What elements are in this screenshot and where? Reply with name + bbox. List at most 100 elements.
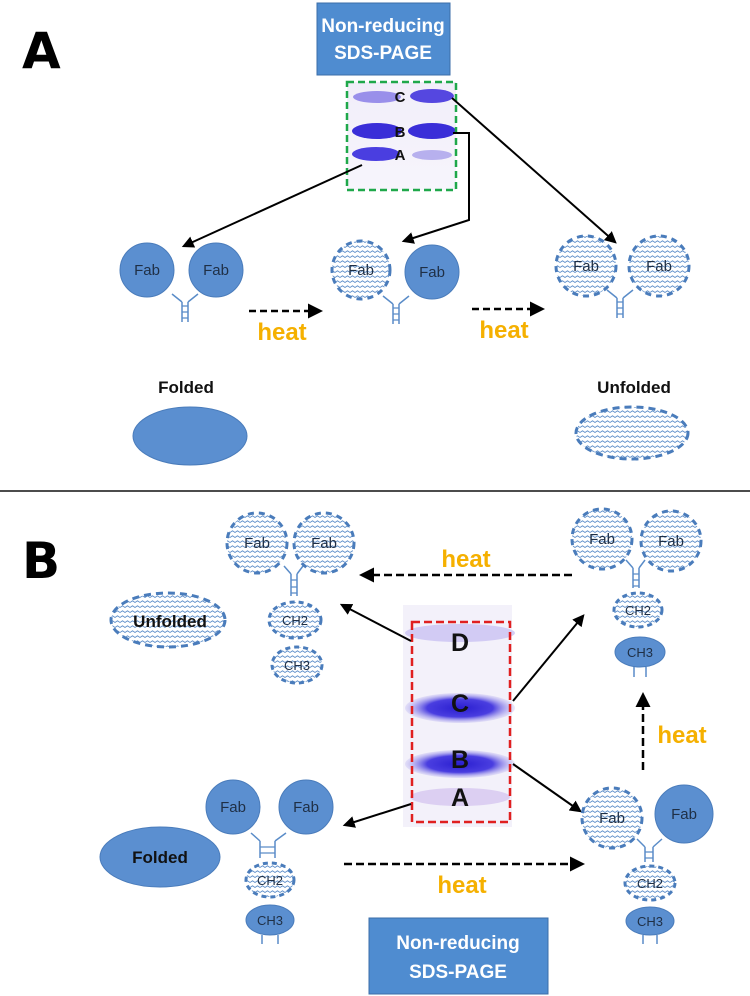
fab-domain-a3-left-unfolded xyxy=(554,234,618,298)
fab-label-b2-left: Fab xyxy=(589,531,615,548)
gel-b-band-b xyxy=(405,750,515,778)
legend-b-folded-label: Folded xyxy=(132,848,188,867)
legend-a-folded-shape xyxy=(132,406,248,466)
gel-a-border xyxy=(345,80,458,192)
fab-label-b2-right: Fab xyxy=(658,533,684,550)
sds-page-box-a-line1: Non-reducing xyxy=(321,16,445,37)
antibody-b-partial: Fab Fab CH2 CH3 xyxy=(580,784,714,944)
fab-domain-a2-right xyxy=(404,244,460,300)
ch2-domain-b2-unfolded xyxy=(612,591,664,629)
ch2-label-b2: CH2 xyxy=(625,603,651,618)
legend-a-folded-label: Folded xyxy=(158,378,214,397)
arrow-band-c-to-fab-ch2-unfolded xyxy=(512,614,585,702)
ch3-label-b4: CH3 xyxy=(637,914,663,929)
fab-label-b1-left: Fab xyxy=(244,535,270,552)
legend-a-unfolded-label: Unfolded xyxy=(597,378,671,397)
fab-label-b4-right: Fab xyxy=(671,806,697,823)
fab-domain-b1-left-unfolded xyxy=(225,511,289,575)
fab-domain-b1-right-unfolded xyxy=(292,511,356,575)
fab-label-a3-left: Fab xyxy=(573,258,599,275)
antibody-b-folded: Fab Fab CH2 CH3 xyxy=(205,779,334,944)
sds-page-box-b-line2: SDS-PAGE xyxy=(409,962,507,983)
fab-domain-a1-left xyxy=(119,242,175,298)
gel-a-band-c-lane2 xyxy=(410,89,454,103)
gel-a-band-b-lane1 xyxy=(352,123,402,139)
legend-b-unfolded-shape xyxy=(109,591,227,649)
ch3-domain-b3-folded xyxy=(245,904,295,936)
gel-a-band-a-lane1 xyxy=(352,147,400,161)
ch3-label-b3: CH3 xyxy=(257,913,283,928)
ch2-label-b1: CH2 xyxy=(282,613,308,628)
fab-domain-b4-right xyxy=(654,784,714,844)
fab-domain-a1-right xyxy=(188,242,244,298)
legend-b-folded-shape xyxy=(99,826,221,888)
heat-label-b-right: heat xyxy=(657,722,706,749)
fab-domain-b2-right-unfolded xyxy=(639,509,703,573)
arrow-band-c-to-unfolded-igg xyxy=(451,97,617,244)
arrow-band-a-to-folded xyxy=(342,803,412,828)
heat-label-b-top: heat xyxy=(441,546,490,573)
ch2-domain-b3-unfolded xyxy=(244,861,296,899)
heat-label-a2: heat xyxy=(479,317,528,344)
fab-label-a2-left: Fab xyxy=(348,262,374,279)
antibody-a-folded: Fab Fab xyxy=(119,242,244,322)
gel-b-label-d: D xyxy=(451,629,469,657)
antibody-b-fab-ch2-unfolded: Fab Fab CH2 CH3 xyxy=(570,507,703,677)
sds-page-box-a: Non-reducing SDS-PAGE xyxy=(316,2,451,76)
ch2-label-b4: CH2 xyxy=(637,876,663,891)
ch3-domain-b4-folded xyxy=(625,906,675,936)
gel-a-band-c-lane1 xyxy=(353,91,401,103)
ch3-domain-b2-folded xyxy=(614,636,666,668)
fab-label-b3-left: Fab xyxy=(220,799,246,816)
fab-domain-b3-right xyxy=(278,779,334,835)
sds-page-box-b: Non-reducing SDS-PAGE xyxy=(368,917,549,995)
fab-label-a1-right: Fab xyxy=(203,262,229,279)
fab-domain-b4-left-unfolded xyxy=(580,786,644,850)
antibody-a-partial: Fab Fab xyxy=(330,239,460,324)
gel-b-label-b: B xyxy=(451,746,469,774)
legend-a-unfolded-shape xyxy=(574,405,690,461)
fab-label-a3-right: Fab xyxy=(646,258,672,275)
fab-domain-a3-right-unfolded xyxy=(627,234,691,298)
ch3-domain-b1-unfolded xyxy=(270,645,324,685)
gel-b-label-c: C xyxy=(451,690,469,718)
gel-image-b: D C B A xyxy=(403,605,515,827)
gel-b-border xyxy=(410,620,512,824)
sds-page-box-b-line1: Non-reducing xyxy=(396,933,520,954)
panel-a-letter: A xyxy=(22,22,61,80)
fab-label-a2-right: Fab xyxy=(419,264,445,281)
ch2-domain-b1-unfolded xyxy=(267,600,323,640)
fab-domain-b3-left xyxy=(205,779,261,835)
gel-a-band-a-lane2 xyxy=(412,150,452,160)
ch2-domain-b4-unfolded xyxy=(623,864,677,902)
ch2-label-b3: CH2 xyxy=(257,873,283,888)
gel-a-label-c: C xyxy=(395,89,406,106)
legend-b-unfolded-label: Unfolded xyxy=(133,612,207,631)
heat-label-b-bottom: heat xyxy=(437,872,486,899)
fab-domain-a2-left-unfolded xyxy=(330,239,392,301)
ch3-label-b2: CH3 xyxy=(627,645,653,660)
gel-b-band-c xyxy=(405,693,515,723)
arrow-band-a-to-folded-igg xyxy=(181,164,363,248)
antibody-b-fully-unfolded: Fab Fab CH2 CH3 xyxy=(225,511,356,685)
fab-label-a1-left: Fab xyxy=(134,262,160,279)
gel-a-band-b-lane2 xyxy=(408,123,456,139)
gel-b-label-a: A xyxy=(451,784,469,812)
gel-image-a: C B A xyxy=(345,80,458,192)
gel-b-band-a xyxy=(410,788,510,806)
antibody-a-unfolded: Fab Fab xyxy=(554,234,691,318)
fab-label-b1-right: Fab xyxy=(311,535,337,552)
panel-b-letter: B xyxy=(22,532,60,590)
fab-label-b4-left: Fab xyxy=(599,810,625,827)
arrow-band-d-to-fully-unfolded xyxy=(339,603,412,642)
gel-b-band-d xyxy=(405,624,515,642)
gel-a-label-b: B xyxy=(395,124,406,141)
fab-label-b3-right: Fab xyxy=(293,799,319,816)
fab-domain-b2-left-unfolded xyxy=(570,507,634,571)
arrow-band-b-to-partial xyxy=(512,763,582,813)
sds-page-box-a-line2: SDS-PAGE xyxy=(334,43,432,64)
ch3-label-b1: CH3 xyxy=(284,658,310,673)
arrow-band-b-to-partial-igg xyxy=(401,132,470,244)
gel-a-label-a: A xyxy=(395,147,406,164)
